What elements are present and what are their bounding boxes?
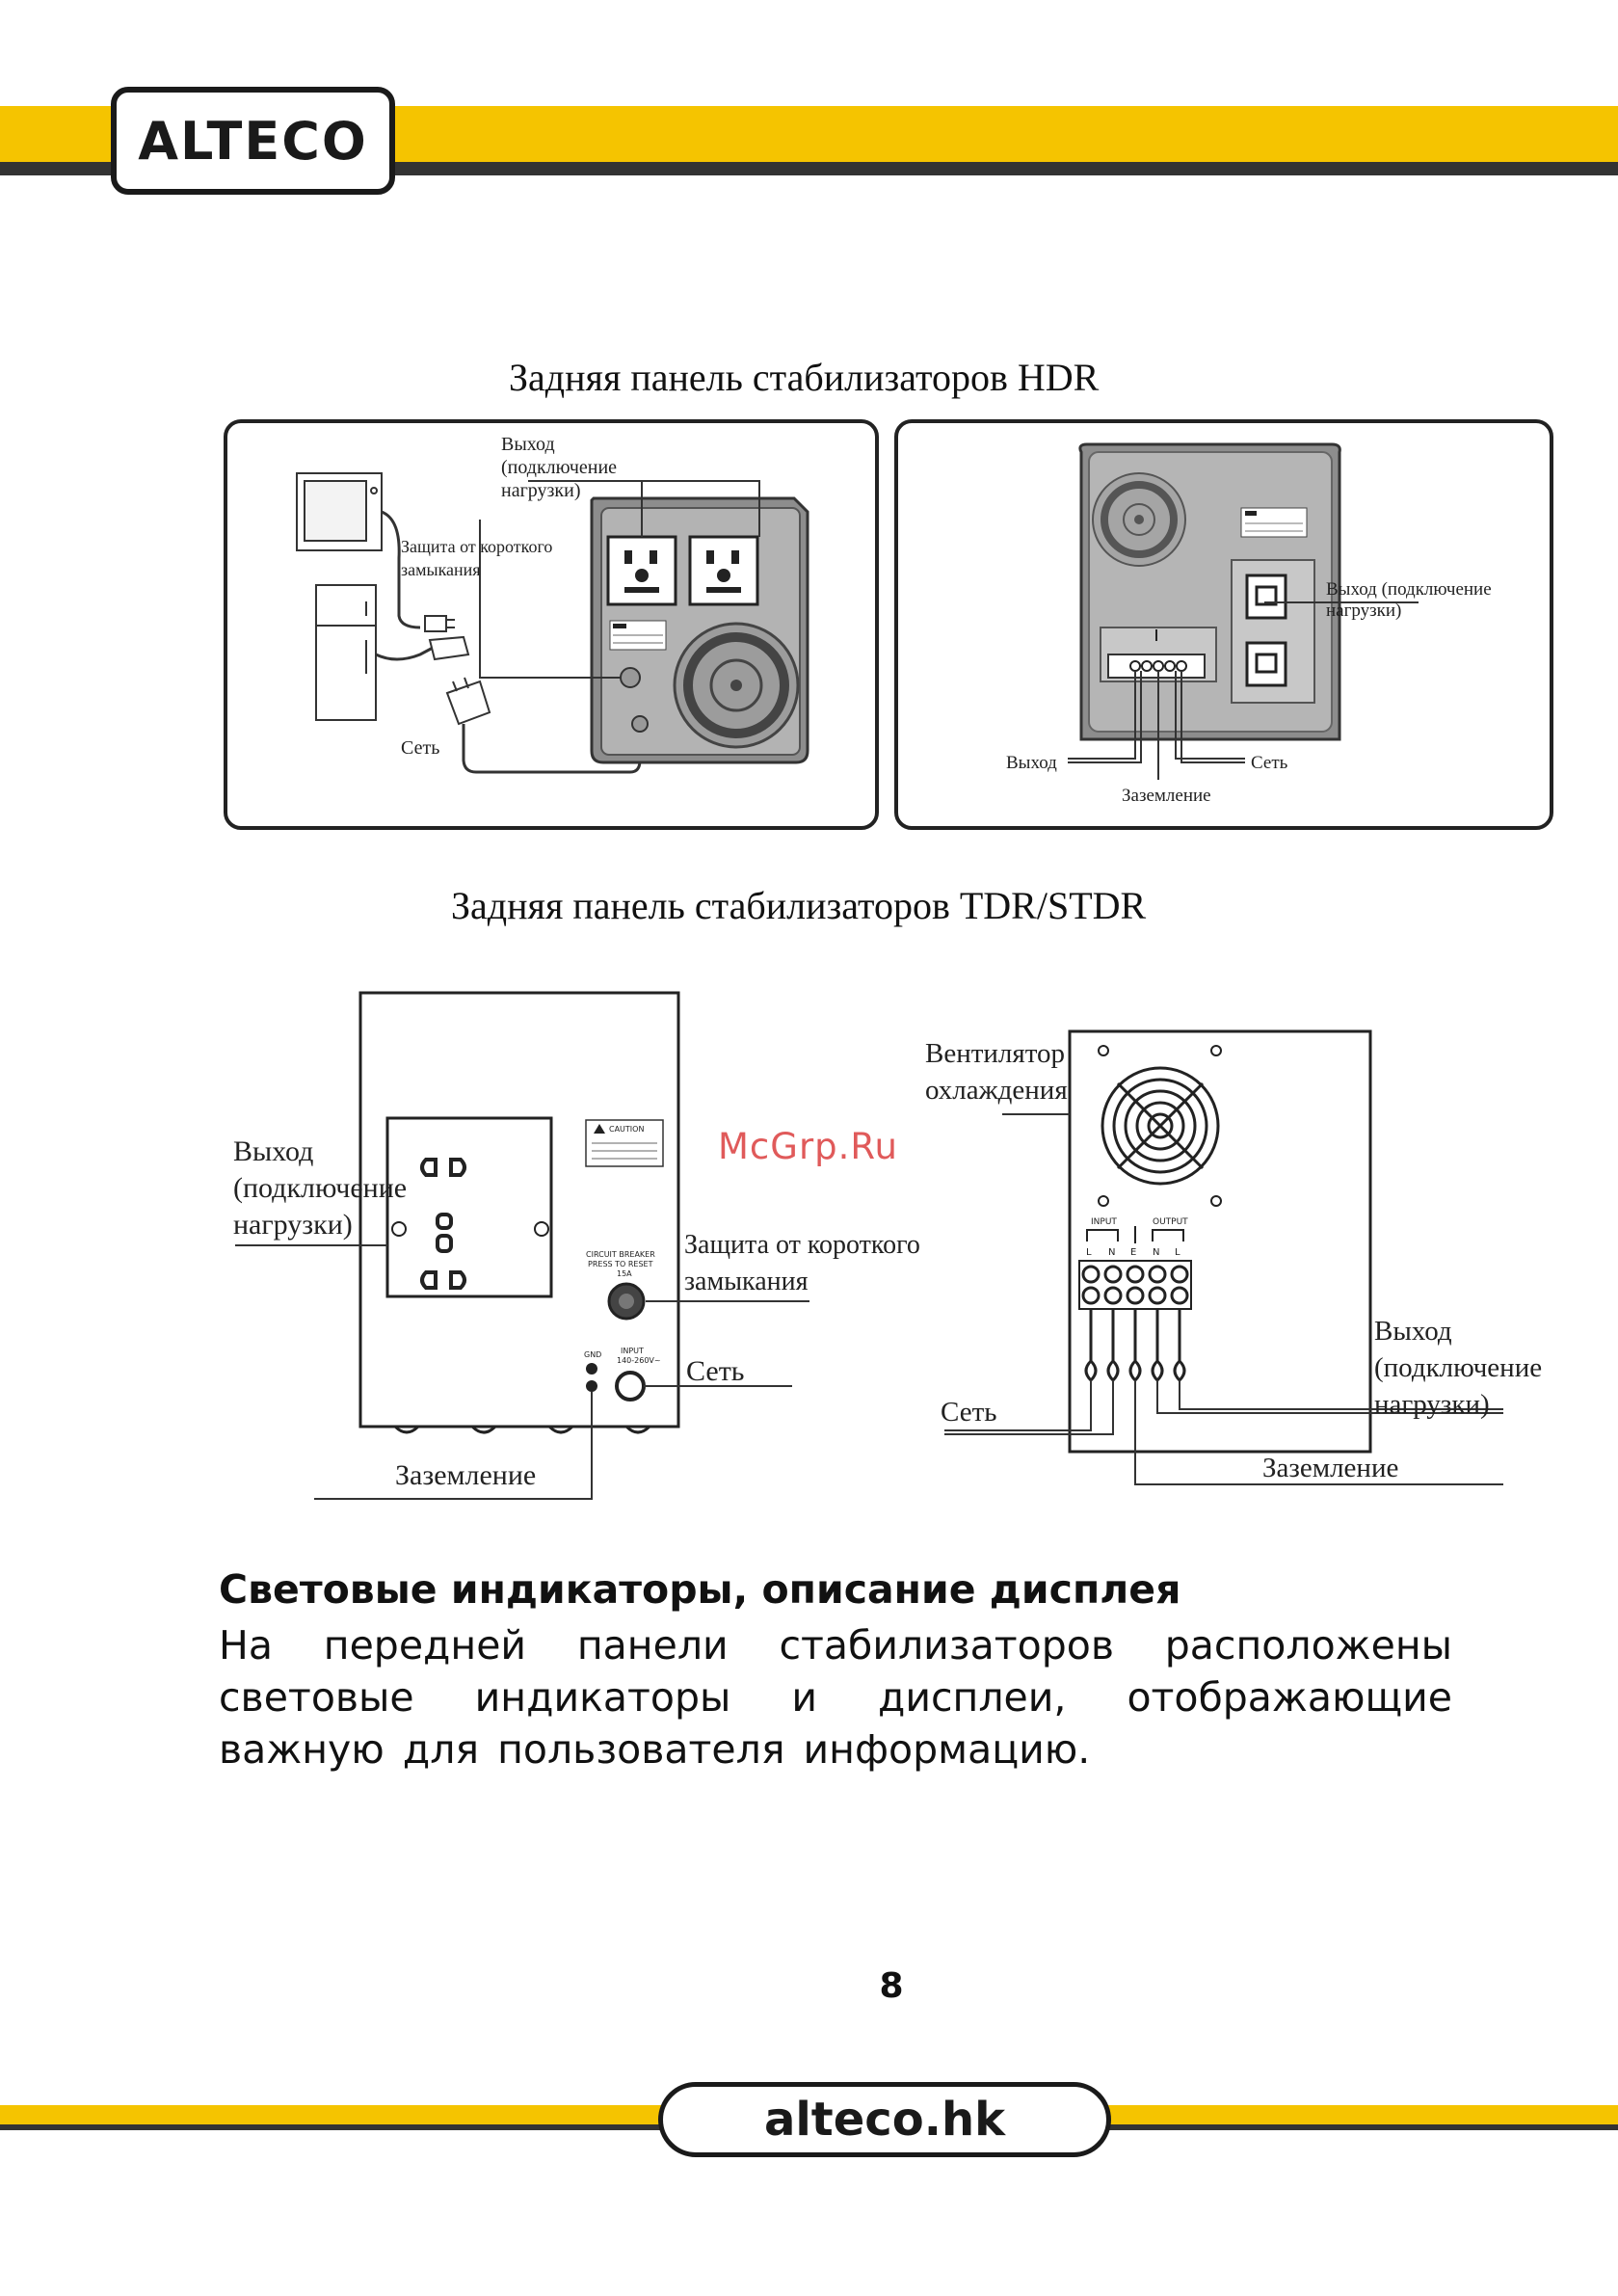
- hdr-right-output-label-2: нагрузки): [1326, 601, 1401, 621]
- tdr-right-diagram: INPUT OUTPUT L N E N L Вентилятор охлажд…: [925, 1029, 1542, 1485]
- tdr-left-device-back: CAUTION CIRCUIT BREAKER PRESS TO RESET 1…: [358, 991, 680, 1434]
- tdr-right-fan-label-2: охлаждения: [925, 1075, 1068, 1106]
- hdr-left-short-label-2: замыкания: [401, 560, 481, 579]
- hdr-right-diagram: Выход (подключение нагрузки) Выход Сеть …: [1006, 442, 1492, 806]
- tdr-input-tag: INPUT: [1091, 1217, 1117, 1227]
- fridge-icon: [315, 584, 377, 721]
- tdr-left-mains-label: Сеть: [686, 1355, 744, 1387]
- tdr-right-mains-label: Сеть: [941, 1397, 996, 1428]
- tdr-left-short-label-1: Защита от короткого: [684, 1230, 920, 1260]
- tv-icon: [296, 472, 383, 551]
- section-title: Световые индикаторы, описание дисплея: [219, 1566, 1181, 1613]
- tdr-right-output-label-3: нагрузки): [1374, 1389, 1490, 1420]
- tdr-terminal-3: N: [1153, 1247, 1159, 1258]
- fridge-cord: [375, 645, 436, 661]
- hdr-left-panel: Выход (подключение нагрузки) Защита от к…: [224, 419, 879, 830]
- tdr-input-text-2: 140-260V~: [617, 1356, 661, 1365]
- tdr-left-ground-label: Заземление: [395, 1459, 536, 1491]
- tdr-caption: Задняя панель стабилизаторов TDR/STDR: [451, 884, 1147, 927]
- tdr-right-device-back: INPUT OUTPUT L N E N L: [1068, 1029, 1372, 1454]
- tdr-right-fan-label-1: Вентилятор: [925, 1038, 1065, 1069]
- tdr-left-output-label-1: Выход: [233, 1135, 313, 1167]
- tdr-left-short-label-2: замыкания: [684, 1267, 809, 1296]
- hdr-left-mains-label: Сеть: [401, 737, 439, 759]
- hdr-right-panel: Выход (подключение нагрузки) Выход Сеть …: [894, 419, 1553, 830]
- hdr-right-ground-label: Заземление: [1122, 786, 1211, 806]
- tdr-output-tag: OUTPUT: [1153, 1217, 1188, 1227]
- tdr-breaker-text-3: 15A: [617, 1269, 632, 1278]
- section-body: На передней панели стабилизаторов распол…: [219, 1622, 1452, 1773]
- hdr-caption: Задняя панель стабилизаторов HDR: [509, 356, 1100, 399]
- tdr-right-output-label-1: Выход: [1374, 1316, 1452, 1347]
- tdr-left-diagram: CAUTION CIRCUIT BREAKER PRESS TO RESET 1…: [233, 991, 920, 1500]
- tdr-left-output-label-3: нагрузки): [233, 1209, 353, 1241]
- hdr-left-short-label-1: Защита от короткого: [401, 537, 552, 556]
- cooling-fan-icon: [1101, 1066, 1220, 1186]
- page-number: 8: [879, 1966, 904, 2006]
- header-band-dark: [0, 162, 1618, 175]
- hdr-left-output-label-2: (подключение: [501, 457, 617, 478]
- tdr-terminal-0: L: [1086, 1247, 1092, 1258]
- plug-icon: [424, 615, 470, 661]
- tdr-terminal-2: E: [1130, 1247, 1136, 1258]
- hdr-right-mains-label: Сеть: [1251, 753, 1288, 773]
- tdr-right-ground-label: Заземление: [1262, 1453, 1398, 1483]
- brand-logo: ALTECO: [111, 87, 395, 195]
- tdr-breaker-text-2: PRESS TO RESET: [588, 1260, 653, 1268]
- hdr-left-output-label-1: Выход: [501, 434, 555, 455]
- mains-plug-icon: [445, 677, 491, 726]
- mains-cord: [462, 722, 642, 774]
- tdr-gnd-text: GND: [584, 1350, 601, 1359]
- tdr-breaker-text-1: CIRCUIT BREAKER: [586, 1250, 655, 1259]
- footer-site-badge: alteco.hk: [658, 2082, 1111, 2157]
- tdr-left-output-label-2: (подключение: [233, 1172, 407, 1204]
- tdr-input-text-1: INPUT: [621, 1347, 644, 1355]
- tdr-terminal-4: L: [1175, 1247, 1180, 1258]
- tdr-right-output-label-2: (подключение: [1374, 1352, 1542, 1383]
- hdr-right-out-label: Выход: [1006, 753, 1057, 773]
- hdr-left-output-label-3: нагрузки): [501, 480, 581, 501]
- hdr-right-output-label-1: Выход (подключение: [1326, 579, 1492, 600]
- footer-site-link[interactable]: alteco.hk: [763, 2093, 1006, 2147]
- hdr-left-diagram: Выход (подключение нагрузки) Защита от к…: [296, 434, 809, 774]
- tv-cord: [381, 510, 421, 629]
- tdr-caution-text: CAUTION: [609, 1125, 644, 1134]
- brand-logo-text: ALTECO: [138, 110, 368, 172]
- hdr-right-device-back: [1078, 442, 1341, 741]
- hdr-device-back: [590, 496, 809, 764]
- tdr-terminal-1: N: [1108, 1247, 1115, 1258]
- watermark: McGrp.Ru: [718, 1126, 898, 1167]
